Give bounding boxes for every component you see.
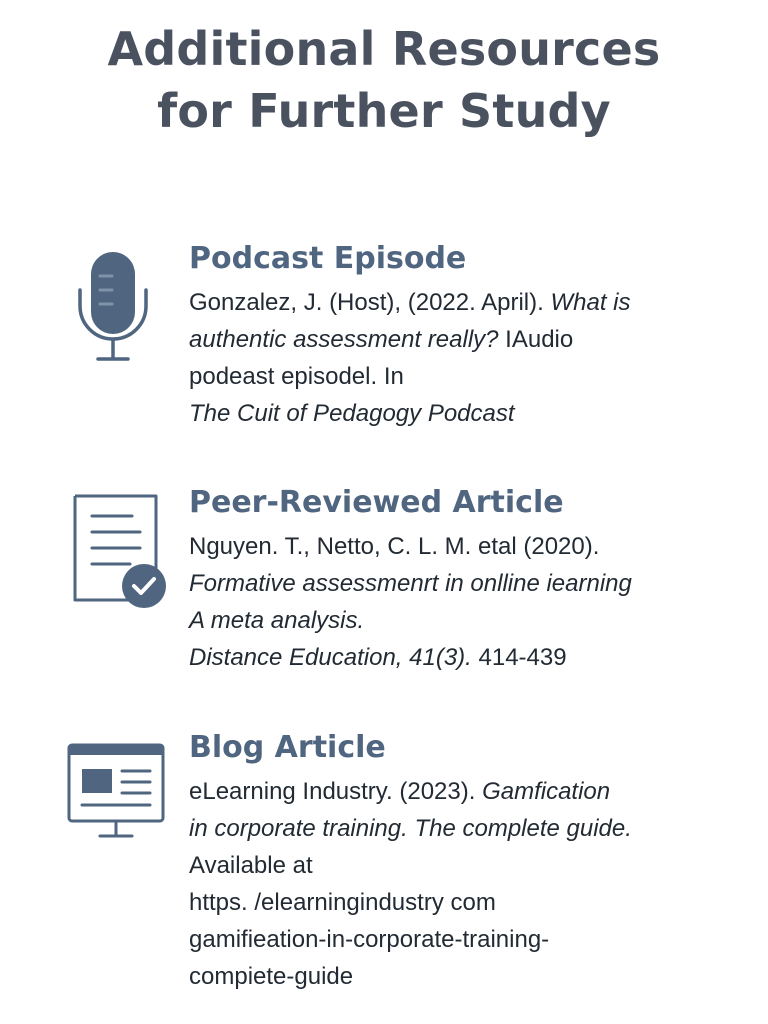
- resource-body: Podcast Episode Gonzalez, J. (Host), (20…: [189, 240, 749, 432]
- page-title-line-1: Additional Resources: [107, 22, 661, 76]
- page-title: Additional Resources for Further Study: [0, 18, 768, 142]
- citation-url-line: gamifieation-in-corporate-training-: [189, 926, 550, 953]
- citation-line: Gonzalez, J. (Host), (2022. April). What…: [189, 289, 631, 316]
- page-title-line-2: for Further Study: [157, 84, 611, 138]
- citation-line: Nguyen. T., Netto, C. L. M. etal (2020).: [189, 533, 600, 560]
- resource-heading: Blog Article: [189, 730, 386, 765]
- citation-line: authentic assessment really? IAudio: [189, 326, 574, 353]
- citation-line: podeast episodel. In: [189, 363, 404, 390]
- citation-line: Distance Education, 41(3). 414-439: [189, 644, 567, 671]
- citation-line: Available at: [189, 852, 313, 879]
- citation-url-line: compiete-guide: [189, 963, 354, 990]
- citation-line: eLearning Industry. (2023). Gamfication: [189, 778, 611, 805]
- citation-line: Formative assessmenrt in onlline iearnin…: [189, 570, 632, 597]
- citation-line: The Cuit of Pedagogy Podcast: [189, 400, 515, 427]
- citation-line: A meta analysis.: [189, 607, 365, 634]
- microphone-icon: [62, 246, 172, 376]
- resource-body: Blog Article eLearning Industry. (2023).…: [189, 729, 749, 995]
- monitor-webpage-icon: [62, 739, 172, 869]
- resource-heading: Podcast Episode: [189, 241, 467, 276]
- resource-body: Peer-Reviewed Article Nguyen. T., Netto,…: [189, 484, 749, 676]
- resource-heading: Peer-Reviewed Article: [189, 485, 564, 520]
- document-check-icon: [62, 488, 172, 618]
- citation-line: in corporate training. The complete guid…: [189, 815, 632, 842]
- citation-url-line: https. /elearningindustry com: [189, 889, 496, 916]
